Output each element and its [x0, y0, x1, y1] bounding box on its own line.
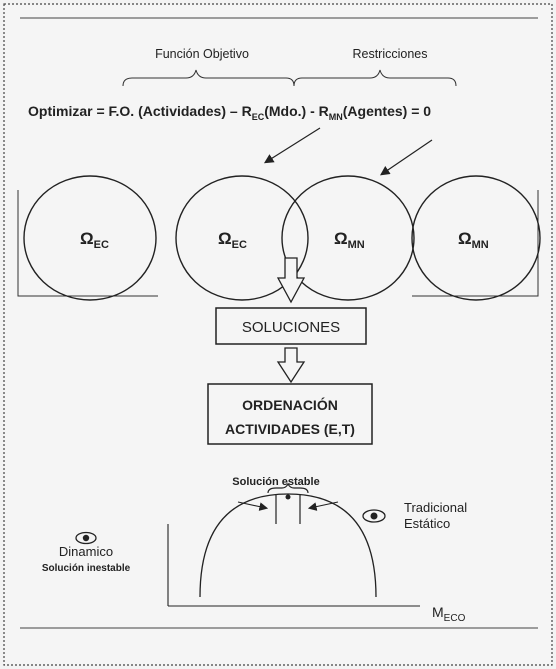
equation-r1-sub: EC [252, 112, 265, 122]
equation-optimizar: Optimizar = [28, 103, 109, 119]
estatico-label: Estático [404, 516, 450, 531]
omega-mn-label-1: ΩMN [334, 229, 365, 251]
soluciones-box [215, 307, 367, 345]
ordenacion-box [207, 383, 373, 445]
eye-icon-dinamico [75, 531, 97, 545]
circle-omega-mn-2 [411, 175, 541, 301]
arrow-to-omega-ec [263, 127, 321, 164]
equation-r2: R [319, 103, 329, 119]
omega-mn-label-2: ΩMN [458, 229, 489, 251]
tradicional-label: Tradicional [404, 500, 467, 515]
omega-ec-label-1: ΩEC [80, 229, 109, 251]
stable-point [285, 494, 291, 500]
equation-r2-sub: MN [329, 112, 343, 122]
solucion-inestable-label: Solución inestable [42, 563, 131, 574]
arrow-left-to-stable [237, 501, 269, 511]
restricciones-label: Restricciones [352, 47, 427, 61]
hollow-arrow-down-1 [276, 257, 306, 304]
equation-r1: R [242, 103, 252, 119]
m-eco-label: MECO [432, 604, 466, 624]
brace-funcion-objetivo [122, 69, 295, 87]
circle-omega-ec-2 [175, 175, 309, 301]
equation-r1-arg: (Mdo.) - [264, 103, 318, 119]
funcion-objetivo-label: Función Objetivo [155, 47, 249, 61]
equation: Optimizar = F.O. (Actividades) – REC(Mdo… [28, 103, 431, 122]
equation-fo: F.O. (Actividades) – [109, 103, 242, 119]
equation-r2-arg: (Agentes) = 0 [343, 103, 432, 119]
eye-icon-tradicional [362, 509, 386, 523]
solucion-estable-label: Solución estable [232, 476, 319, 488]
ordenacion-label-2: ACTIVIDADES (E,T) [225, 421, 355, 437]
left-bracket [17, 190, 158, 297]
solucion-estable-brace [267, 482, 309, 494]
hollow-arrow-down-2 [276, 347, 306, 384]
dinamico-label: Dinamico [59, 544, 113, 559]
circle-omega-ec-1 [23, 175, 157, 301]
soluciones-label: SOLUCIONES [242, 319, 340, 336]
omega-ec-label-2: ΩEC [218, 229, 247, 251]
arrow-to-omega-mn [380, 139, 433, 176]
arrow-right-to-stable [307, 501, 339, 511]
circle-omega-mn-1 [281, 175, 415, 301]
stability-curve [199, 493, 377, 598]
ordenacion-label-1: ORDENACIÓN [242, 396, 338, 413]
brace-restricciones [293, 69, 457, 87]
